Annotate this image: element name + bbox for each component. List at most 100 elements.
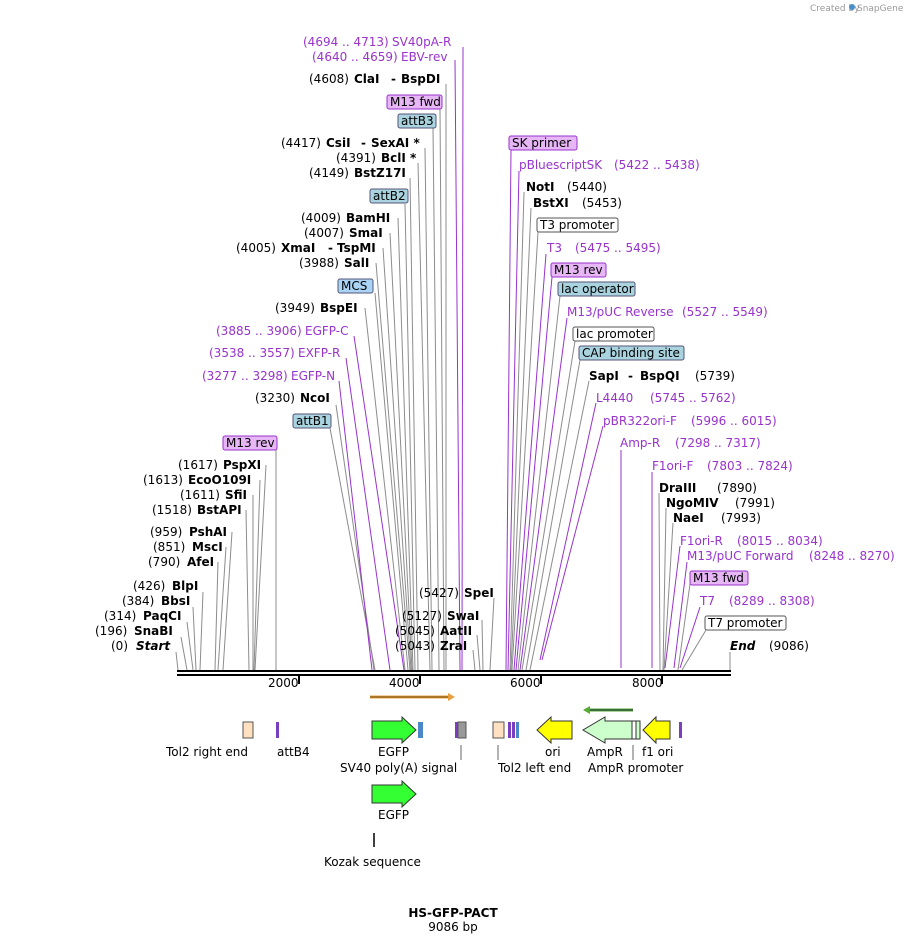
site-draiii-pos: (7890) [717, 481, 757, 495]
feature-ori-shape [536, 715, 573, 745]
site-clai-sep: - [391, 72, 396, 86]
box-m13-rev-right [550, 262, 607, 278]
connector-xmai [382, 247, 412, 671]
connector-t7 [679, 606, 701, 669]
site-ncoi-name: NcoI [300, 391, 330, 405]
site-bspei-pos: (3949) [275, 301, 315, 315]
connector-pspxi [254, 464, 267, 671]
site-msci-pos: (851) [153, 540, 185, 554]
connector-smai [389, 232, 413, 671]
site-ngomiv-name: NgoMIV [666, 496, 719, 510]
primer-f1ori-f-name: F1ori-F [652, 459, 693, 473]
primer-m13puc-forward-range: (8248 .. 8270) [809, 549, 895, 563]
tick-label-2000: 2000 [268, 676, 299, 690]
connector-zrai [472, 649, 476, 671]
connector-m13rev-right [515, 276, 553, 671]
site-bamhi-name: BamHI [346, 211, 390, 225]
primer-exfp-r-range: (3538 .. 3557) [209, 346, 295, 360]
box-mcs [337, 278, 374, 294]
connector-ebv-rev [454, 59, 461, 671]
primer-m13puc-forward-name: M13/pUC Forward [687, 549, 794, 563]
box-attb1-label: attB1 [296, 414, 329, 428]
site-xmai-sep: - [328, 241, 333, 255]
site-blpi-name: BlpI [172, 579, 198, 593]
plasmid-name: HS-GFP-PACT [408, 906, 498, 920]
site-sapi-pos: (5739) [695, 369, 735, 383]
feature-tol2-right-end-label: Tol2 right end [165, 745, 248, 759]
box-t7-promoter-label: T7 promoter [707, 616, 783, 630]
connector-bbsi [192, 606, 197, 671]
feature-ampr-promoter-label: AmpR promoter [588, 761, 683, 775]
site-bcli-name: BclI * [381, 151, 417, 165]
primer-t7-range: (8289 .. 8308) [729, 594, 815, 608]
primer-ebv-rev-name: EBV-rev [401, 50, 447, 64]
box-sk-primer [508, 135, 578, 151]
primer-egfp-c-name: EGFP-C [305, 324, 348, 338]
box-cap-binding-site-label: CAP binding site [582, 346, 680, 360]
feature-tol2-left-end-shape [492, 721, 505, 739]
feature-egfp-label: EGFP [378, 745, 409, 759]
primer-pbluescriptsk-name: pBluescriptSK [519, 158, 603, 172]
site-swai-name: SwaI [447, 609, 479, 623]
feature-mcs-small-shape [418, 722, 423, 738]
site-sfii-name: SfiI [225, 488, 247, 502]
box-lac-promoter [572, 326, 655, 342]
site-sapi-sep: - [628, 369, 633, 383]
connector-cap [525, 359, 581, 671]
box-m13-rev-left [222, 435, 278, 451]
box-attb2 [369, 188, 409, 204]
site-pspxi-pos: (1617) [178, 458, 218, 472]
site-bbsi-name: BbsI [161, 594, 190, 608]
primer-sv40pa-r-range: (4694 .. 4713) [303, 35, 389, 49]
primer-pbr322ori-f-name: pBR322ori-F [603, 414, 677, 428]
box-m13-fwd-right-label: M13 fwd [693, 571, 744, 585]
connector-lines [175, 46, 731, 671]
site-end-pos: (9086) [769, 639, 809, 653]
site-paqci-name: PaqCI [143, 609, 181, 623]
site-clai-pos: (4608) [309, 72, 349, 86]
connector-ncoi [335, 404, 375, 671]
feature-egfp-2-shape [371, 779, 417, 809]
tick-label-4000: 4000 [389, 676, 420, 690]
box-m13-fwd-top-label: M13 fwd [390, 95, 441, 109]
site-end-name: End [730, 639, 756, 653]
site-zrai-name: ZraI [440, 639, 467, 653]
connector-mcs [374, 292, 409, 671]
site-noti-pos: (5440) [567, 180, 607, 194]
connector-sali [375, 262, 411, 671]
primer-sv40pa-r-name: SV40pA-R [392, 35, 451, 49]
site-pshai-pos: (959) [150, 525, 182, 539]
connector-blpi [199, 591, 204, 671]
primer-pbr322ori-f-range: (5996 .. 6015) [691, 414, 777, 428]
box-attb2-label: attB2 [373, 189, 406, 203]
site-smai-pos: (4007) [304, 226, 344, 240]
site-paqci-pos: (314) [104, 609, 136, 623]
connector-pbr322ori [541, 425, 604, 661]
site-ecoo109i-pos: (1613) [143, 473, 183, 487]
connector-csii [424, 147, 433, 671]
feature-ampr-shape [582, 716, 641, 744]
site-bcli-pos: (4391) [336, 151, 376, 165]
box-mcs-label: MCS [341, 279, 367, 293]
primer-l4440-name: L4440 [596, 391, 633, 405]
connector-ecoo109i [253, 479, 261, 671]
connector-lac-promoter [521, 340, 576, 671]
connector-bstapi [245, 509, 250, 671]
connector-egfp-c [353, 335, 405, 671]
connector-sk-primer [505, 149, 512, 671]
connector-exfp-r [345, 357, 391, 671]
connector-sapi [529, 380, 590, 671]
primer-amp-r-range: (7298 .. 7317) [675, 436, 761, 450]
primer-f1ori-f-range: (7803 .. 7824) [707, 459, 793, 473]
site-clai-name: ClaI [354, 72, 379, 86]
credit-label: Created by [810, 4, 860, 14]
site-bstxi-pos: (5453) [582, 196, 622, 210]
connector-paqci [186, 621, 194, 671]
site-blpi-pos: (426) [133, 579, 165, 593]
feature-attb-right-shape [508, 722, 511, 738]
connector-m13fwd-right [677, 583, 691, 671]
site-ecoo109i-name: EcoO109I [188, 473, 251, 487]
connector-aatii [476, 634, 481, 671]
site-sali-pos: (3988) [299, 256, 339, 270]
box-m13-fwd-right [689, 570, 749, 586]
